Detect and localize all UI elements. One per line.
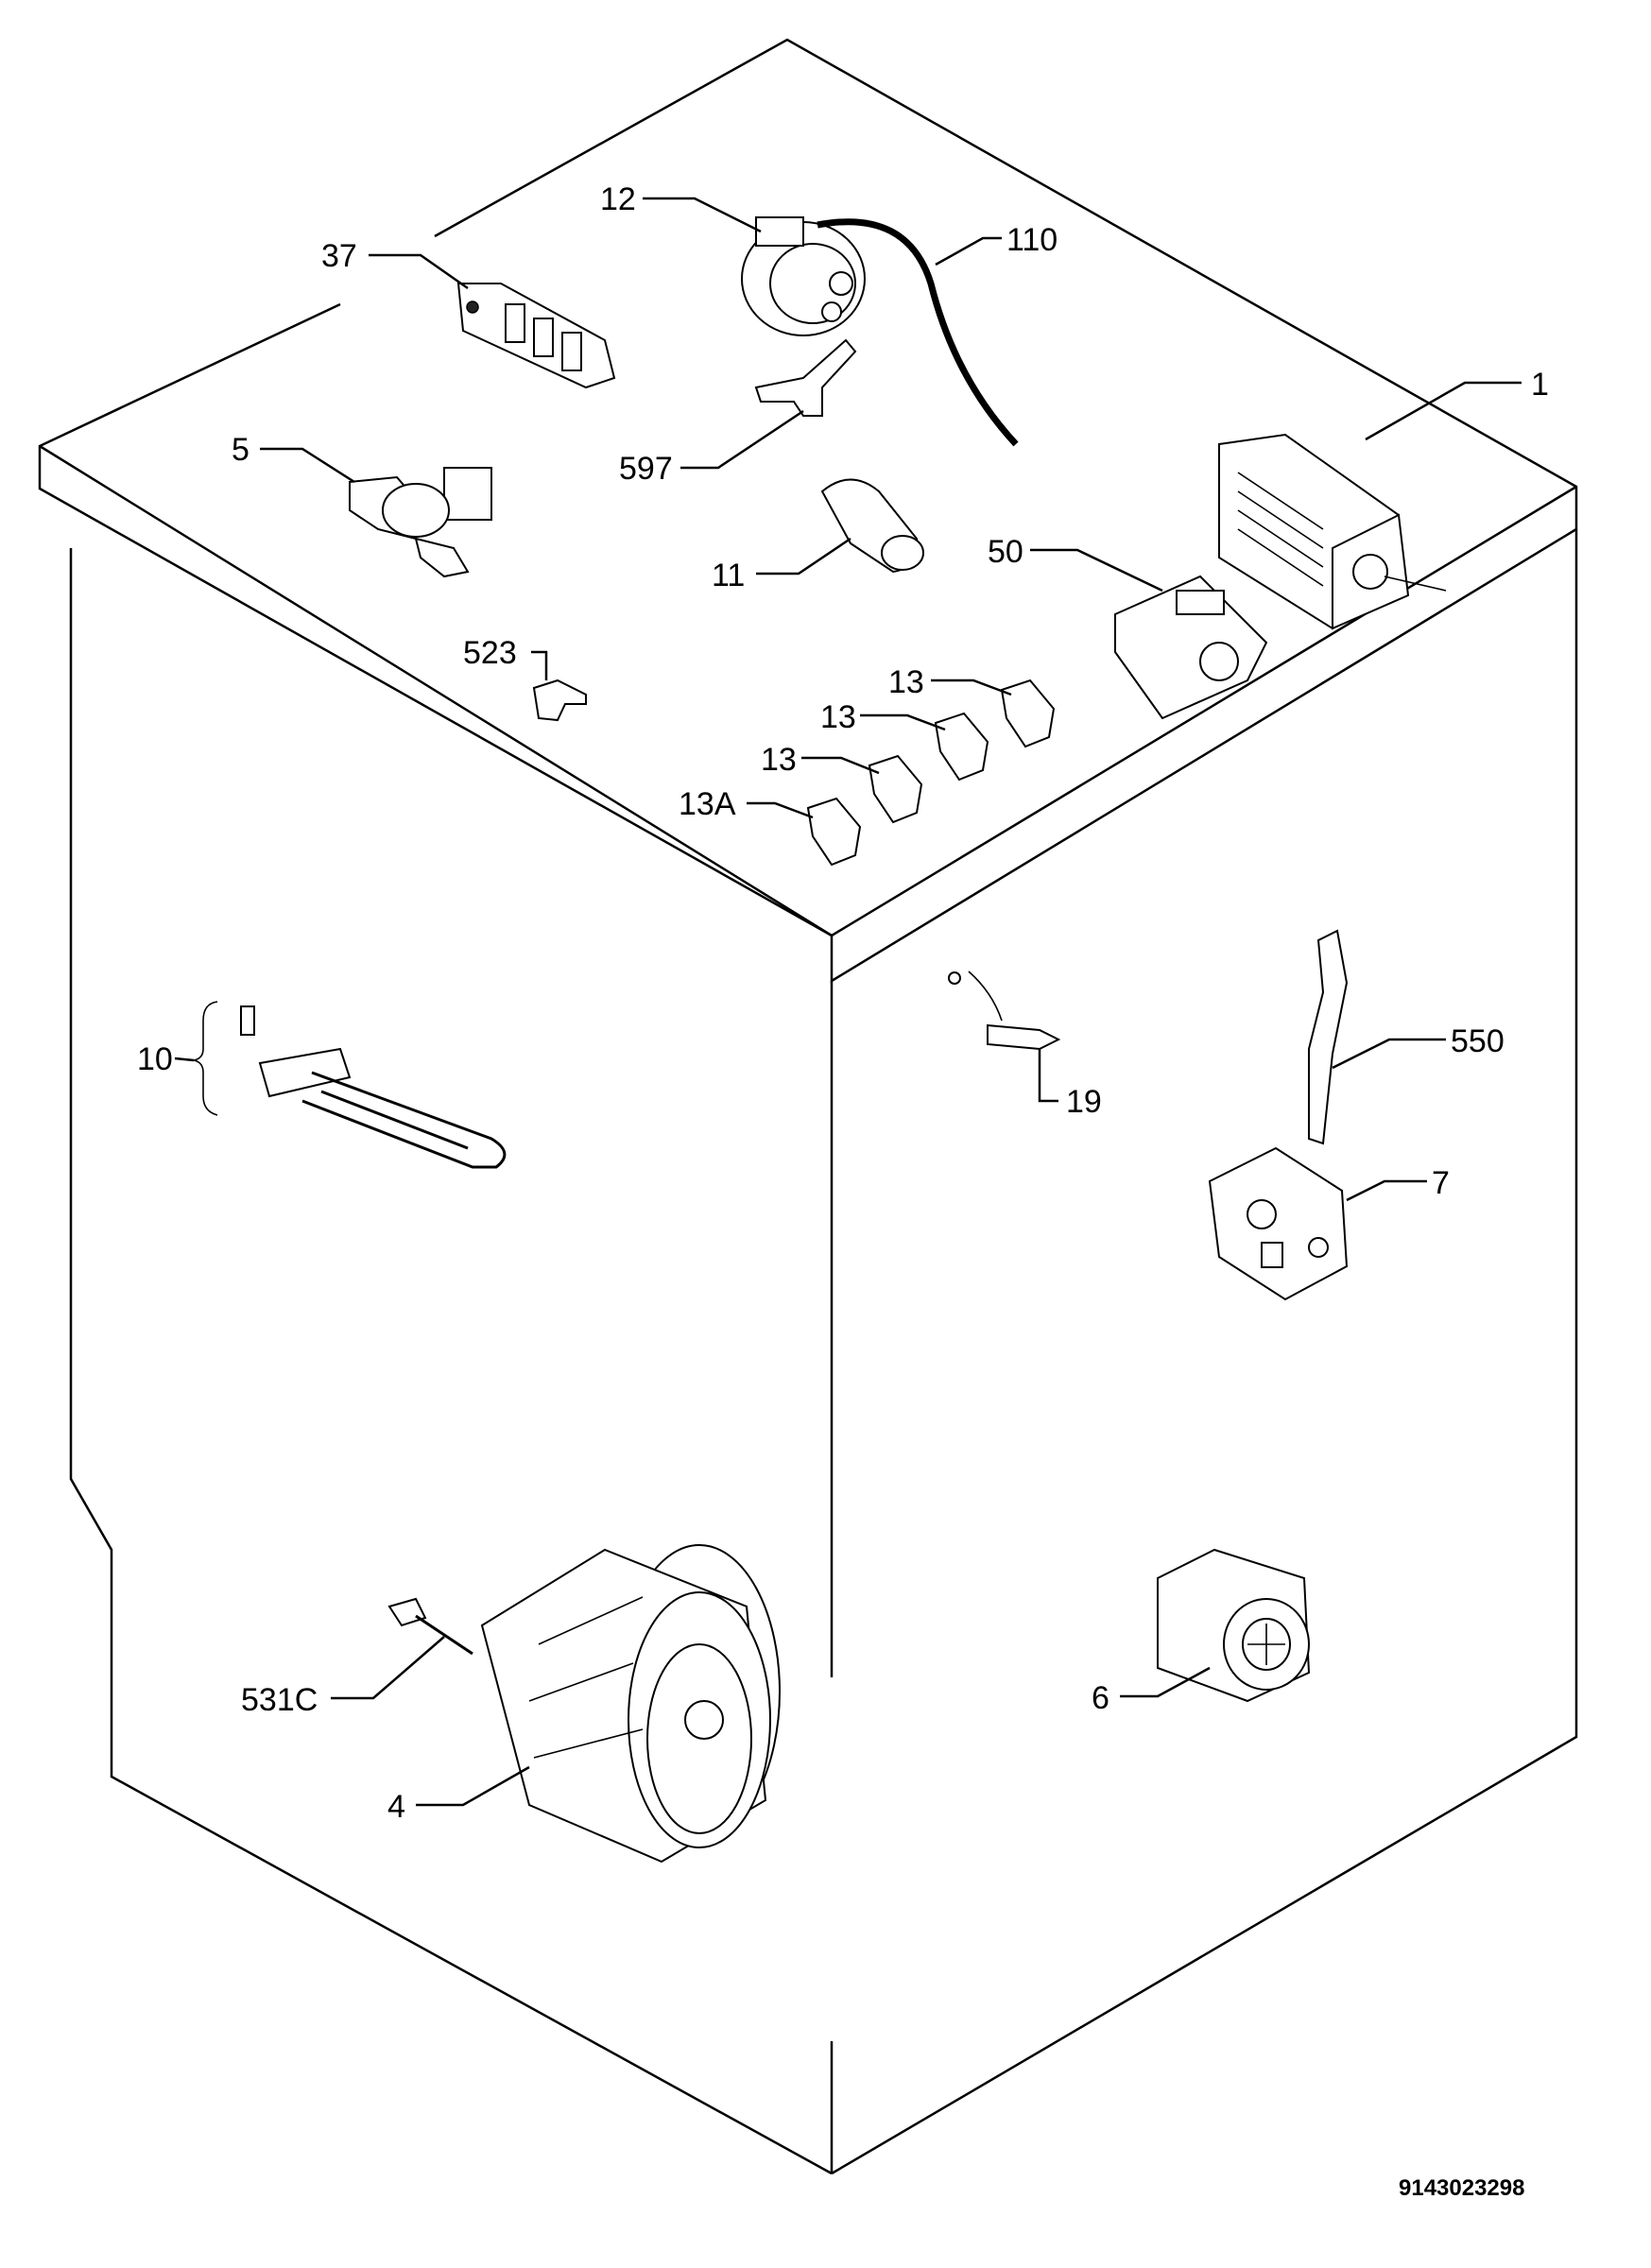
- label-110: 110: [1006, 222, 1058, 258]
- leader-597: [680, 409, 804, 470]
- label-37: 37: [321, 238, 357, 274]
- leader-531C: [331, 1636, 445, 1700]
- label-13A: 13A: [679, 786, 736, 822]
- connector-13a-part: [1000, 679, 1056, 748]
- leader-37: [369, 253, 469, 290]
- motor-4: [480, 1544, 781, 1864]
- screw-531C: [387, 1597, 473, 1656]
- label-11: 11: [712, 558, 745, 593]
- door-switch-50: [1114, 575, 1268, 720]
- heating-element-10: [193, 1001, 507, 1169]
- leader-13b: [860, 713, 946, 731]
- callout-labels: 37 12 110 1 5 597 11 50 523 13 13 13 13A…: [137, 181, 1549, 1825]
- leader-550: [1332, 1038, 1446, 1070]
- label-13b: 13: [820, 699, 856, 735]
- leader-13c: [801, 756, 880, 775]
- leader-19: [1038, 1049, 1058, 1103]
- leader-4: [416, 1765, 530, 1807]
- connector-13c-part: [868, 754, 923, 824]
- pressure-switch-12: [741, 216, 866, 336]
- leader-110: [935, 236, 1002, 266]
- clip-523: [532, 679, 587, 722]
- label-13c: 13: [761, 742, 797, 778]
- temperature-sensor-19: [948, 971, 1061, 1051]
- label-531C: 531C: [241, 1682, 318, 1718]
- label-19: 19: [1066, 1084, 1102, 1120]
- inlet-valve-5: [349, 467, 492, 578]
- connector-13b-part: [934, 712, 989, 782]
- label-550: 550: [1451, 1023, 1505, 1059]
- leader-lines: [174, 197, 1522, 1807]
- leader-1: [1365, 381, 1522, 441]
- leader-50: [1030, 548, 1163, 593]
- label-1: 1: [1531, 367, 1549, 403]
- door-interlock-7: [1208, 1146, 1349, 1301]
- leader-11: [756, 537, 851, 576]
- leader-13A: [747, 801, 814, 819]
- label-50: 50: [988, 534, 1023, 570]
- lever-550: [1308, 929, 1349, 1145]
- clip-597: [754, 338, 857, 417]
- leader-7: [1346, 1179, 1427, 1202]
- leader-5: [260, 447, 355, 484]
- label-4: 4: [387, 1789, 405, 1825]
- cabinet-outline: [38, 38, 1578, 2175]
- capacitor-11: [820, 478, 924, 574]
- label-7: 7: [1432, 1165, 1450, 1201]
- drain-pump-6: [1157, 1548, 1311, 1703]
- leader-6: [1120, 1666, 1211, 1698]
- label-10: 10: [137, 1041, 173, 1077]
- label-5: 5: [232, 432, 249, 468]
- drawing-code: 9143023298: [1399, 2175, 1524, 2201]
- hose-110: [817, 218, 1019, 447]
- label-6: 6: [1092, 1680, 1109, 1716]
- label-597: 597: [619, 451, 673, 487]
- leader-12: [643, 197, 762, 233]
- connector-13A-part: [806, 797, 862, 867]
- label-523: 523: [463, 635, 517, 671]
- leader-13a: [931, 679, 1012, 696]
- leader-10: [174, 1057, 195, 1062]
- label-12: 12: [600, 181, 636, 217]
- leader-523: [531, 650, 548, 680]
- terminal-block-37: [456, 283, 616, 389]
- programme-timer-1: [1218, 433, 1447, 630]
- label-13a: 13: [888, 664, 924, 700]
